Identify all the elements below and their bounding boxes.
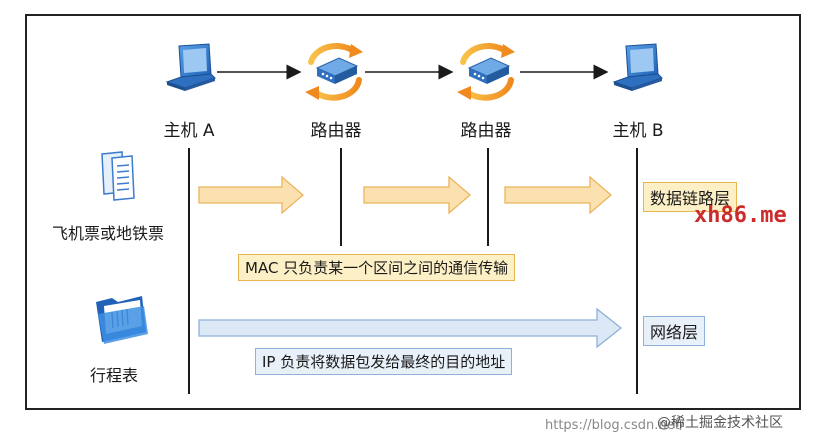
router-1-line xyxy=(340,148,342,246)
router-1-label: 路由器 xyxy=(310,121,362,141)
mac-arrow-segment-3 xyxy=(504,175,612,215)
laptop-icon xyxy=(165,43,216,91)
mac-description-box: MAC 只负责某一个区间之间的通信传输 xyxy=(238,254,516,281)
router-2-line xyxy=(487,148,489,246)
ip-arrow xyxy=(198,307,623,349)
ticket-icon xyxy=(101,151,135,201)
host-b-label: 主机 B xyxy=(612,121,664,141)
host-a-line xyxy=(188,148,190,394)
folder-icon xyxy=(96,296,148,344)
itinerary-label: 行程表 xyxy=(90,366,139,385)
brand-credit: @稀土掘金技术社区 xyxy=(657,415,783,431)
ip-description-box: IP 负责将数据包发给最终的目的地址 xyxy=(255,348,513,375)
mac-arrow-segment-1 xyxy=(198,175,304,215)
blog-credit: https://blog.csdn.net/ xyxy=(545,418,685,433)
host-b-line xyxy=(636,148,638,394)
data-link-layer-label: 数据链路层 xyxy=(643,182,738,212)
host-a-label: 主机 A xyxy=(163,121,215,141)
ticket-label: 飞机票或地铁票 xyxy=(52,224,165,243)
network-layer-label: 网络层 xyxy=(643,316,706,346)
router-icon xyxy=(305,43,363,101)
watermark-text: xh86.me xyxy=(694,203,787,228)
mac-arrow-segment-2 xyxy=(363,175,471,215)
laptop-icon xyxy=(612,43,663,91)
router-icon xyxy=(457,43,515,101)
diagram-frame xyxy=(25,14,801,410)
router-2-label: 路由器 xyxy=(460,121,512,141)
